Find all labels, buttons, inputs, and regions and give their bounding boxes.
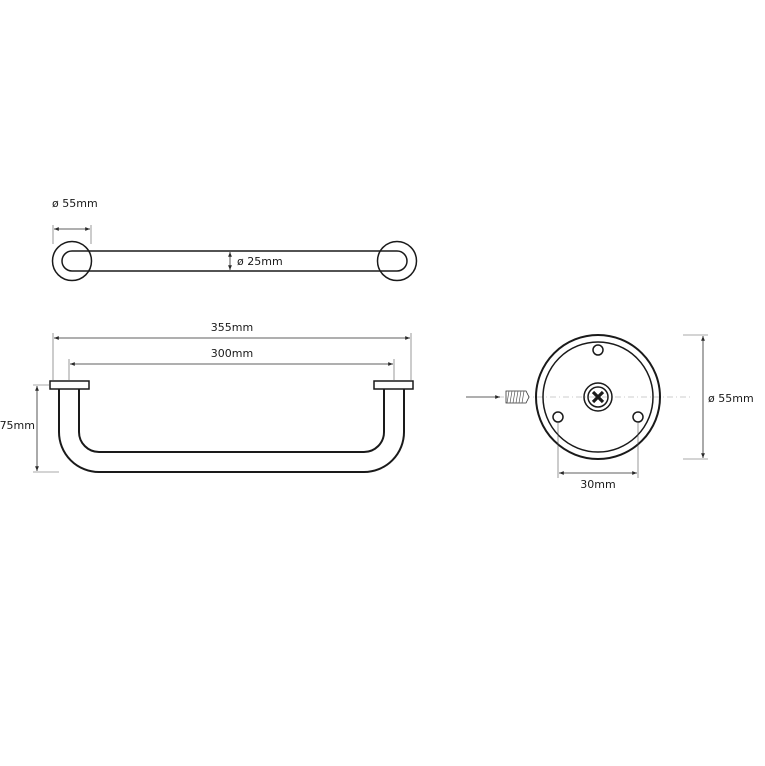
label-inner-length: 300mm — [211, 347, 253, 360]
label-hole-spacing: 30mm — [580, 478, 615, 491]
mounting-hole-top — [592, 344, 604, 356]
top-view: ø 55mm ø 25mm — [51, 197, 418, 282]
center-boss-outer — [583, 382, 613, 412]
mounting-hole-left — [552, 411, 564, 423]
label-flange-diameter-top: ø 55mm — [52, 197, 98, 210]
label-projection: 75mm — [0, 419, 35, 432]
tube-outer-edge — [58, 389, 405, 473]
left-flange-front — [49, 380, 90, 390]
label-overall-length: 355mm — [211, 321, 253, 334]
left-flange-top — [51, 240, 93, 282]
label-flange-diameter-side: ø 55mm — [708, 392, 754, 405]
center-boss-inner — [587, 386, 609, 408]
flange-side-view: ø 55mm 30mm — [466, 334, 754, 491]
right-flange-front — [373, 380, 414, 390]
label-tube-diameter: ø 25mm — [237, 255, 283, 268]
mounting-hole-right — [632, 411, 644, 423]
flange-inner-circle — [542, 341, 654, 453]
tube-inner-edge — [78, 389, 385, 453]
front-view: 355mm 300mm 75mm — [0, 321, 414, 473]
flange-outer-circle — [535, 334, 661, 460]
screw-head-cross-icon — [591, 390, 605, 404]
set-screw-icon — [505, 390, 530, 404]
tube-top — [61, 250, 408, 272]
right-flange-top — [376, 240, 418, 282]
